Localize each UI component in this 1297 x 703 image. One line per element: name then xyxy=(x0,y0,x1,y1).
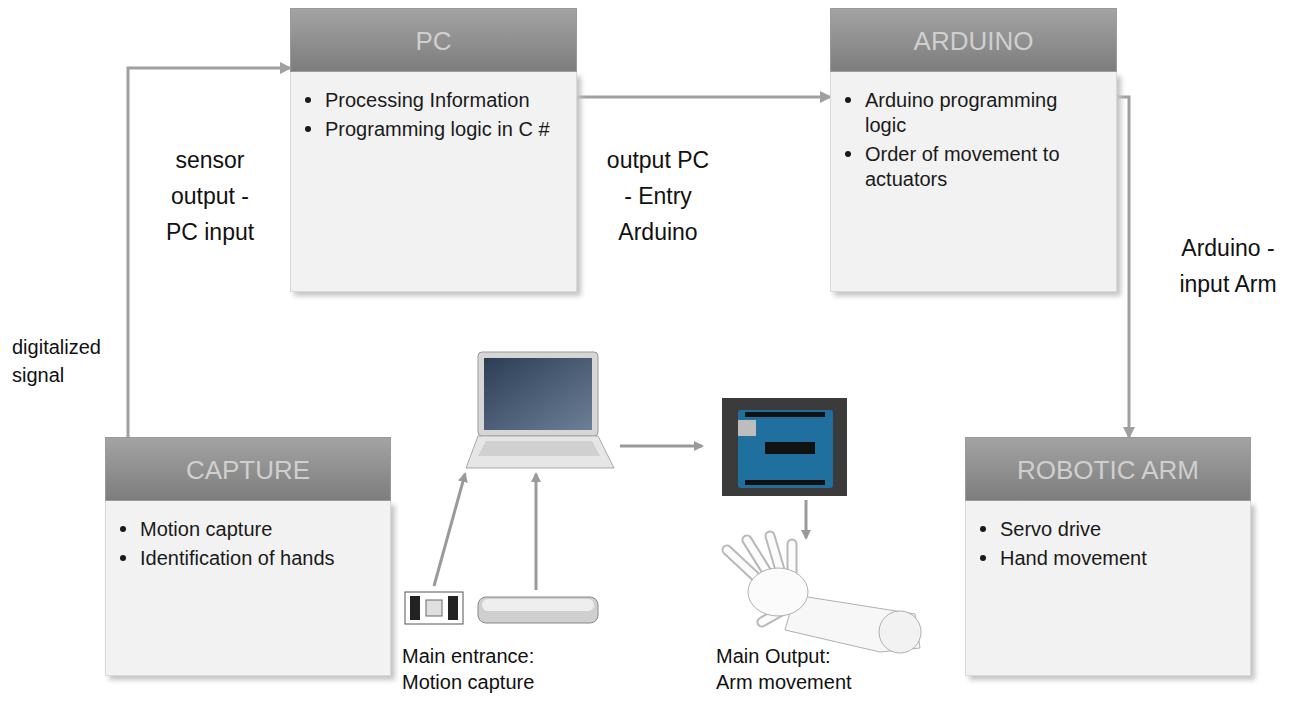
armband-segment xyxy=(448,596,458,620)
board-header xyxy=(745,480,825,485)
board-header xyxy=(745,412,825,417)
annotation-label: output PC - Entry Arduino xyxy=(605,142,711,250)
box-heading: ARDUINO xyxy=(830,8,1117,72)
connector-arrow xyxy=(1117,97,1129,437)
bullet-item: Servo drive xyxy=(978,517,1238,542)
connector-arrow xyxy=(128,68,290,437)
forearm xyxy=(785,595,920,652)
laptop-keyboard xyxy=(478,441,600,456)
process-box: CAPTUREMotion captureIdentification of h… xyxy=(105,437,391,676)
bullet-dot xyxy=(845,151,851,157)
box-body: Processing InformationProgramming logic … xyxy=(290,72,577,292)
bullet-item: Identification of hands xyxy=(118,546,378,571)
board-pcb xyxy=(738,410,833,488)
bullet-text: Motion capture xyxy=(140,517,272,542)
bullet-item: Hand movement xyxy=(978,546,1238,571)
box-heading: ROBOTIC ARM xyxy=(965,437,1251,501)
bullet-text: Order of movement to actuators xyxy=(865,142,1097,192)
box-heading: CAPTURE xyxy=(105,437,391,501)
palm xyxy=(748,568,808,616)
board-chip xyxy=(765,442,815,454)
flow-arrow xyxy=(434,474,465,586)
bullet-dot xyxy=(305,97,311,103)
laptop-lid xyxy=(478,352,598,436)
board-photo-ground xyxy=(722,398,847,496)
bullet-dot xyxy=(980,555,986,561)
annotation-label: sensor output - PC input xyxy=(160,142,260,250)
annotation-label: Main entrance: Motion capture xyxy=(402,643,547,695)
bullet-dot xyxy=(120,526,126,532)
box-heading: PC xyxy=(290,8,577,72)
laptop-screen xyxy=(484,358,592,430)
bullet-dot xyxy=(120,555,126,561)
bullet-text: Identification of hands xyxy=(140,546,335,571)
elbow xyxy=(879,611,921,653)
box-body: Servo driveHand movement xyxy=(965,501,1251,676)
process-box: ROBOTIC ARMServo driveHand movement xyxy=(965,437,1251,676)
bullet-text: Programming logic in C # xyxy=(325,117,550,142)
process-box: PCProcessing InformationProgramming logi… xyxy=(290,8,577,292)
sensor-top xyxy=(482,599,594,611)
arduino-board xyxy=(722,398,847,496)
annotation-label: Arduino - input Arm xyxy=(1176,230,1280,302)
bullet-item: Order of movement to actuators xyxy=(843,142,1104,192)
bullet-item: Processing Information xyxy=(303,88,564,113)
flow-arrow xyxy=(805,500,808,538)
board-usb xyxy=(738,420,756,436)
bullet-dot xyxy=(305,126,311,132)
armband-segment xyxy=(410,596,420,620)
armband-body xyxy=(405,592,463,624)
myo-armband xyxy=(405,592,463,624)
flow-arrow xyxy=(535,474,538,590)
bullet-text: Servo drive xyxy=(1000,517,1101,542)
bullet-item: Arduino programming logic xyxy=(843,88,1104,138)
bullet-text: Arduino programming logic xyxy=(865,88,1097,138)
bullet-item: Motion capture xyxy=(118,517,378,542)
armband-logo xyxy=(426,600,442,616)
annotation-label: Main Output: Arm movement xyxy=(716,643,861,695)
annotation-label: digitalized signal xyxy=(12,333,120,389)
flow-arrow xyxy=(620,445,702,448)
bullet-dot xyxy=(980,526,986,532)
bullet-item: Programming logic in C # xyxy=(303,117,564,142)
bullet-text: Hand movement xyxy=(1000,546,1147,571)
laptop-icon xyxy=(466,352,614,468)
laptop-base xyxy=(466,436,614,468)
bullet-text: Processing Information xyxy=(325,88,530,113)
process-box: ARDUINOArduino programming logicOrder of… xyxy=(830,8,1117,292)
connector-arrow xyxy=(577,96,830,99)
leap-motion-sensor xyxy=(478,597,598,623)
box-body: Motion captureIdentification of hands xyxy=(105,501,391,676)
sensor-body xyxy=(478,597,598,623)
bullet-dot xyxy=(845,97,851,103)
box-body: Arduino programming logicOrder of moveme… xyxy=(830,72,1117,292)
robotic-hand xyxy=(727,536,921,653)
